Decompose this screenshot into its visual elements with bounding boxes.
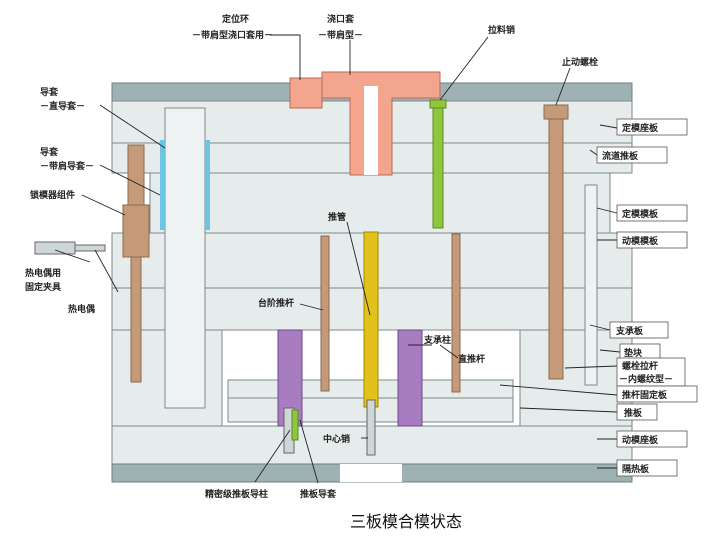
ejector-sleeve-shape xyxy=(363,231,379,408)
label-bottom-clamp-plate: 动模座板 xyxy=(622,434,659,446)
label-cavity-plate: 定模模板 xyxy=(621,208,659,220)
label-bolt-puller-1: 螺栓拉杆 xyxy=(622,360,658,372)
label-support-pillar: 支承柱 xyxy=(423,334,451,346)
label-core-plate: 动模模板 xyxy=(622,235,659,247)
knockout-hole xyxy=(340,464,402,482)
label-bolt-puller-2: －内螺纹型－ xyxy=(619,373,673,385)
stepped-ejector-pin-shape xyxy=(320,235,330,392)
label-boxes xyxy=(596,118,698,477)
left-guide-pillar xyxy=(164,107,206,409)
label-straight-ejector-pin: 直推杆 xyxy=(458,353,485,365)
center-pin-shape xyxy=(366,399,376,456)
locking-unit-upper xyxy=(127,144,145,206)
label-center-pin: 中心销 xyxy=(323,433,350,445)
straight-ejector-pin-shape xyxy=(451,233,461,393)
label-ejector-guide-bush: 推板导套 xyxy=(300,488,337,500)
stop-bolt-shape xyxy=(548,118,564,380)
label-thermocouple-clamp-1: 热电偶用 xyxy=(25,267,61,279)
label-ejector-retainer-plate: 推杆固定板 xyxy=(622,389,668,401)
left-guide-bush-straight xyxy=(160,140,165,230)
label-stepped-ejector-pin: 台阶推杆 xyxy=(258,297,294,309)
mold-components xyxy=(34,71,598,456)
label-guide-bush-1-title: 导套 xyxy=(40,86,59,98)
left-guide-bush-shoulder xyxy=(205,140,210,230)
labels: 定位环 －带肩型浇口套用－ 浇口套 －带肩型－ 拉料销 止动螺栓 导套 －直导套… xyxy=(25,13,673,531)
label-top-clamp-plate: 定模座板 xyxy=(621,122,659,134)
locating-ring-shape xyxy=(289,77,323,109)
label-runner-stripper-plate: 流道推板 xyxy=(602,150,639,162)
label-insulation-plate: 隔热板 xyxy=(622,463,650,475)
label-ejector-plate: 推板 xyxy=(624,407,643,419)
sprue-puller-head xyxy=(429,99,447,109)
label-thermocouple: 热电偶 xyxy=(68,303,95,315)
sprue-channel xyxy=(364,86,378,175)
label-sprue-bushing-sub: －带肩型－ xyxy=(318,29,363,41)
thermocouple-clamp-shape xyxy=(34,241,76,255)
label-sprue-bushing-title: 浇口套 xyxy=(327,13,355,25)
label-spacer-block: 垫块 xyxy=(624,347,643,359)
support-pillar-right xyxy=(397,329,423,427)
label-ejector-sleeve: 推管 xyxy=(328,211,346,223)
ejector-guide-bush-shape xyxy=(291,409,299,441)
stop-bolt-head xyxy=(543,104,569,120)
label-guide-bush-2-sub: －带肩导套－ xyxy=(40,160,94,172)
label-locating-ring-sub: －带肩型浇口套用－ xyxy=(192,29,273,41)
leader-lines xyxy=(54,34,621,484)
label-precision-guide-pillar: 精密级推板导柱 xyxy=(205,488,268,500)
label-sprue-puller: 拉料销 xyxy=(488,24,515,36)
label-locating-ring-title: 定位环 xyxy=(221,13,249,25)
bolt-puller-shape xyxy=(584,184,598,386)
label-stop-bolt: 止动螺栓 xyxy=(562,56,598,68)
label-guide-bush-1-sub: －直导套－ xyxy=(40,100,85,112)
label-locking-unit: 锁模器组件 xyxy=(30,189,75,201)
label-guide-bush-2-title: 导套 xyxy=(40,146,59,158)
sprue-bushing-shape xyxy=(321,71,441,176)
sprue-puller-shape xyxy=(432,107,444,229)
locking-unit-rod xyxy=(130,256,142,383)
label-thermocouple-clamp-2: 固定夹具 xyxy=(25,281,61,293)
label-support-plate: 支承板 xyxy=(615,325,644,337)
cavity-plate-shape xyxy=(149,172,611,234)
locking-unit-body xyxy=(122,204,150,258)
diagram-caption: 三板模合模状态 xyxy=(350,512,462,531)
thermocouple-probe xyxy=(74,244,106,252)
